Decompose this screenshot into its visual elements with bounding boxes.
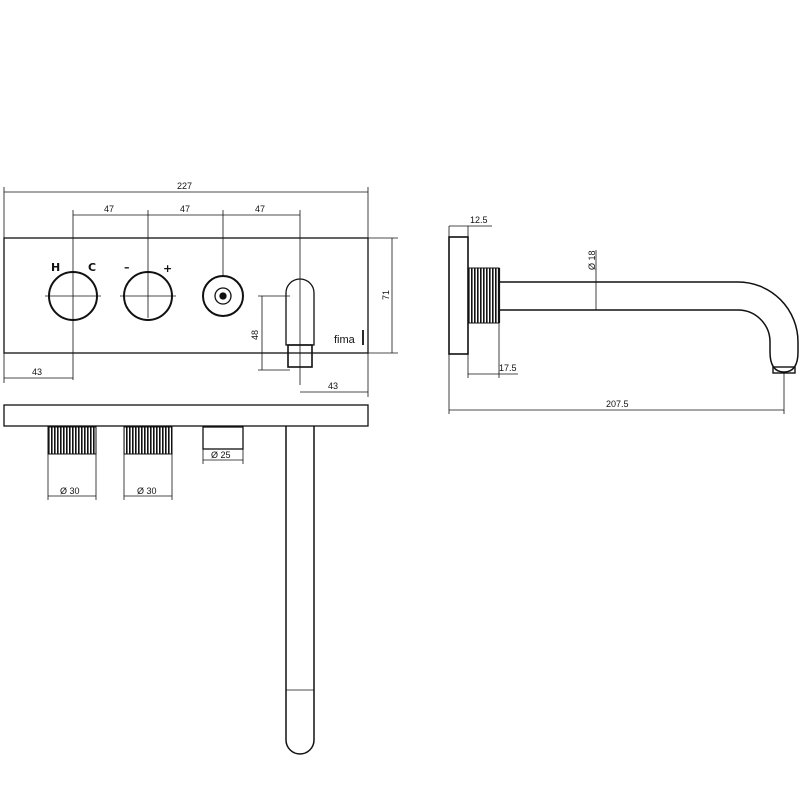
- top-view: [3, 404, 369, 755]
- spout-upper-edge: [499, 281, 799, 352]
- hot-cold-knob: [45, 210, 101, 380]
- plus-symbol: +: [163, 262, 172, 275]
- front-view: H C – + fima: [3, 210, 369, 385]
- spout-front: [285, 278, 315, 346]
- side-knob-knurl: [467, 267, 500, 324]
- dim-diverter-diameter: Ø 25: [211, 450, 231, 460]
- dim-spout-diameter: Ø 18: [587, 250, 597, 270]
- dim-knob-1-diameter: Ø 30: [60, 486, 80, 496]
- dim-spout-height: 48: [250, 330, 260, 340]
- dim-pitch-1: 47: [104, 204, 114, 214]
- dim-height: 71: [381, 290, 391, 300]
- spout-outlet: [769, 351, 799, 373]
- side-view: [448, 236, 799, 374]
- dim-overall-width: 227: [177, 181, 192, 191]
- top-dimensions: Ø 30 Ø 30 Ø 25: [47, 449, 244, 500]
- minus-symbol: –: [124, 261, 130, 274]
- dim-pitch-3: 47: [255, 204, 265, 214]
- front-dimensions: 227 47 47 47 43 43 71 48: [3, 181, 398, 397]
- side-plate: [448, 236, 469, 355]
- side-dimensions: 12.5 Ø 18 17.5 207.5: [448, 215, 785, 414]
- flow-knob: [120, 210, 176, 321]
- cold-symbol: C: [88, 261, 96, 274]
- knob-2-knurl: [123, 426, 173, 455]
- spout-top: [285, 426, 315, 755]
- spout-lower-edge: [499, 309, 771, 352]
- dim-knob-2-diameter: Ø 30: [137, 486, 157, 496]
- dim-plate-thickness: 12.5: [470, 215, 488, 225]
- front-plate-outline: [3, 237, 369, 354]
- hot-symbol: H: [51, 261, 60, 274]
- brand-logo: fima: [334, 334, 356, 346]
- dim-projection: 207.5: [606, 399, 629, 409]
- knob-1-knurl: [47, 426, 97, 455]
- diverter-body: [202, 426, 244, 450]
- dim-knob-depth: 17.5: [499, 363, 517, 373]
- dim-spout-offset: 43: [328, 381, 338, 391]
- dim-left-offset: 43: [32, 367, 42, 377]
- diverter-knob: [202, 210, 244, 317]
- top-plate-outline: [3, 404, 369, 427]
- dim-pitch-2: 47: [180, 204, 190, 214]
